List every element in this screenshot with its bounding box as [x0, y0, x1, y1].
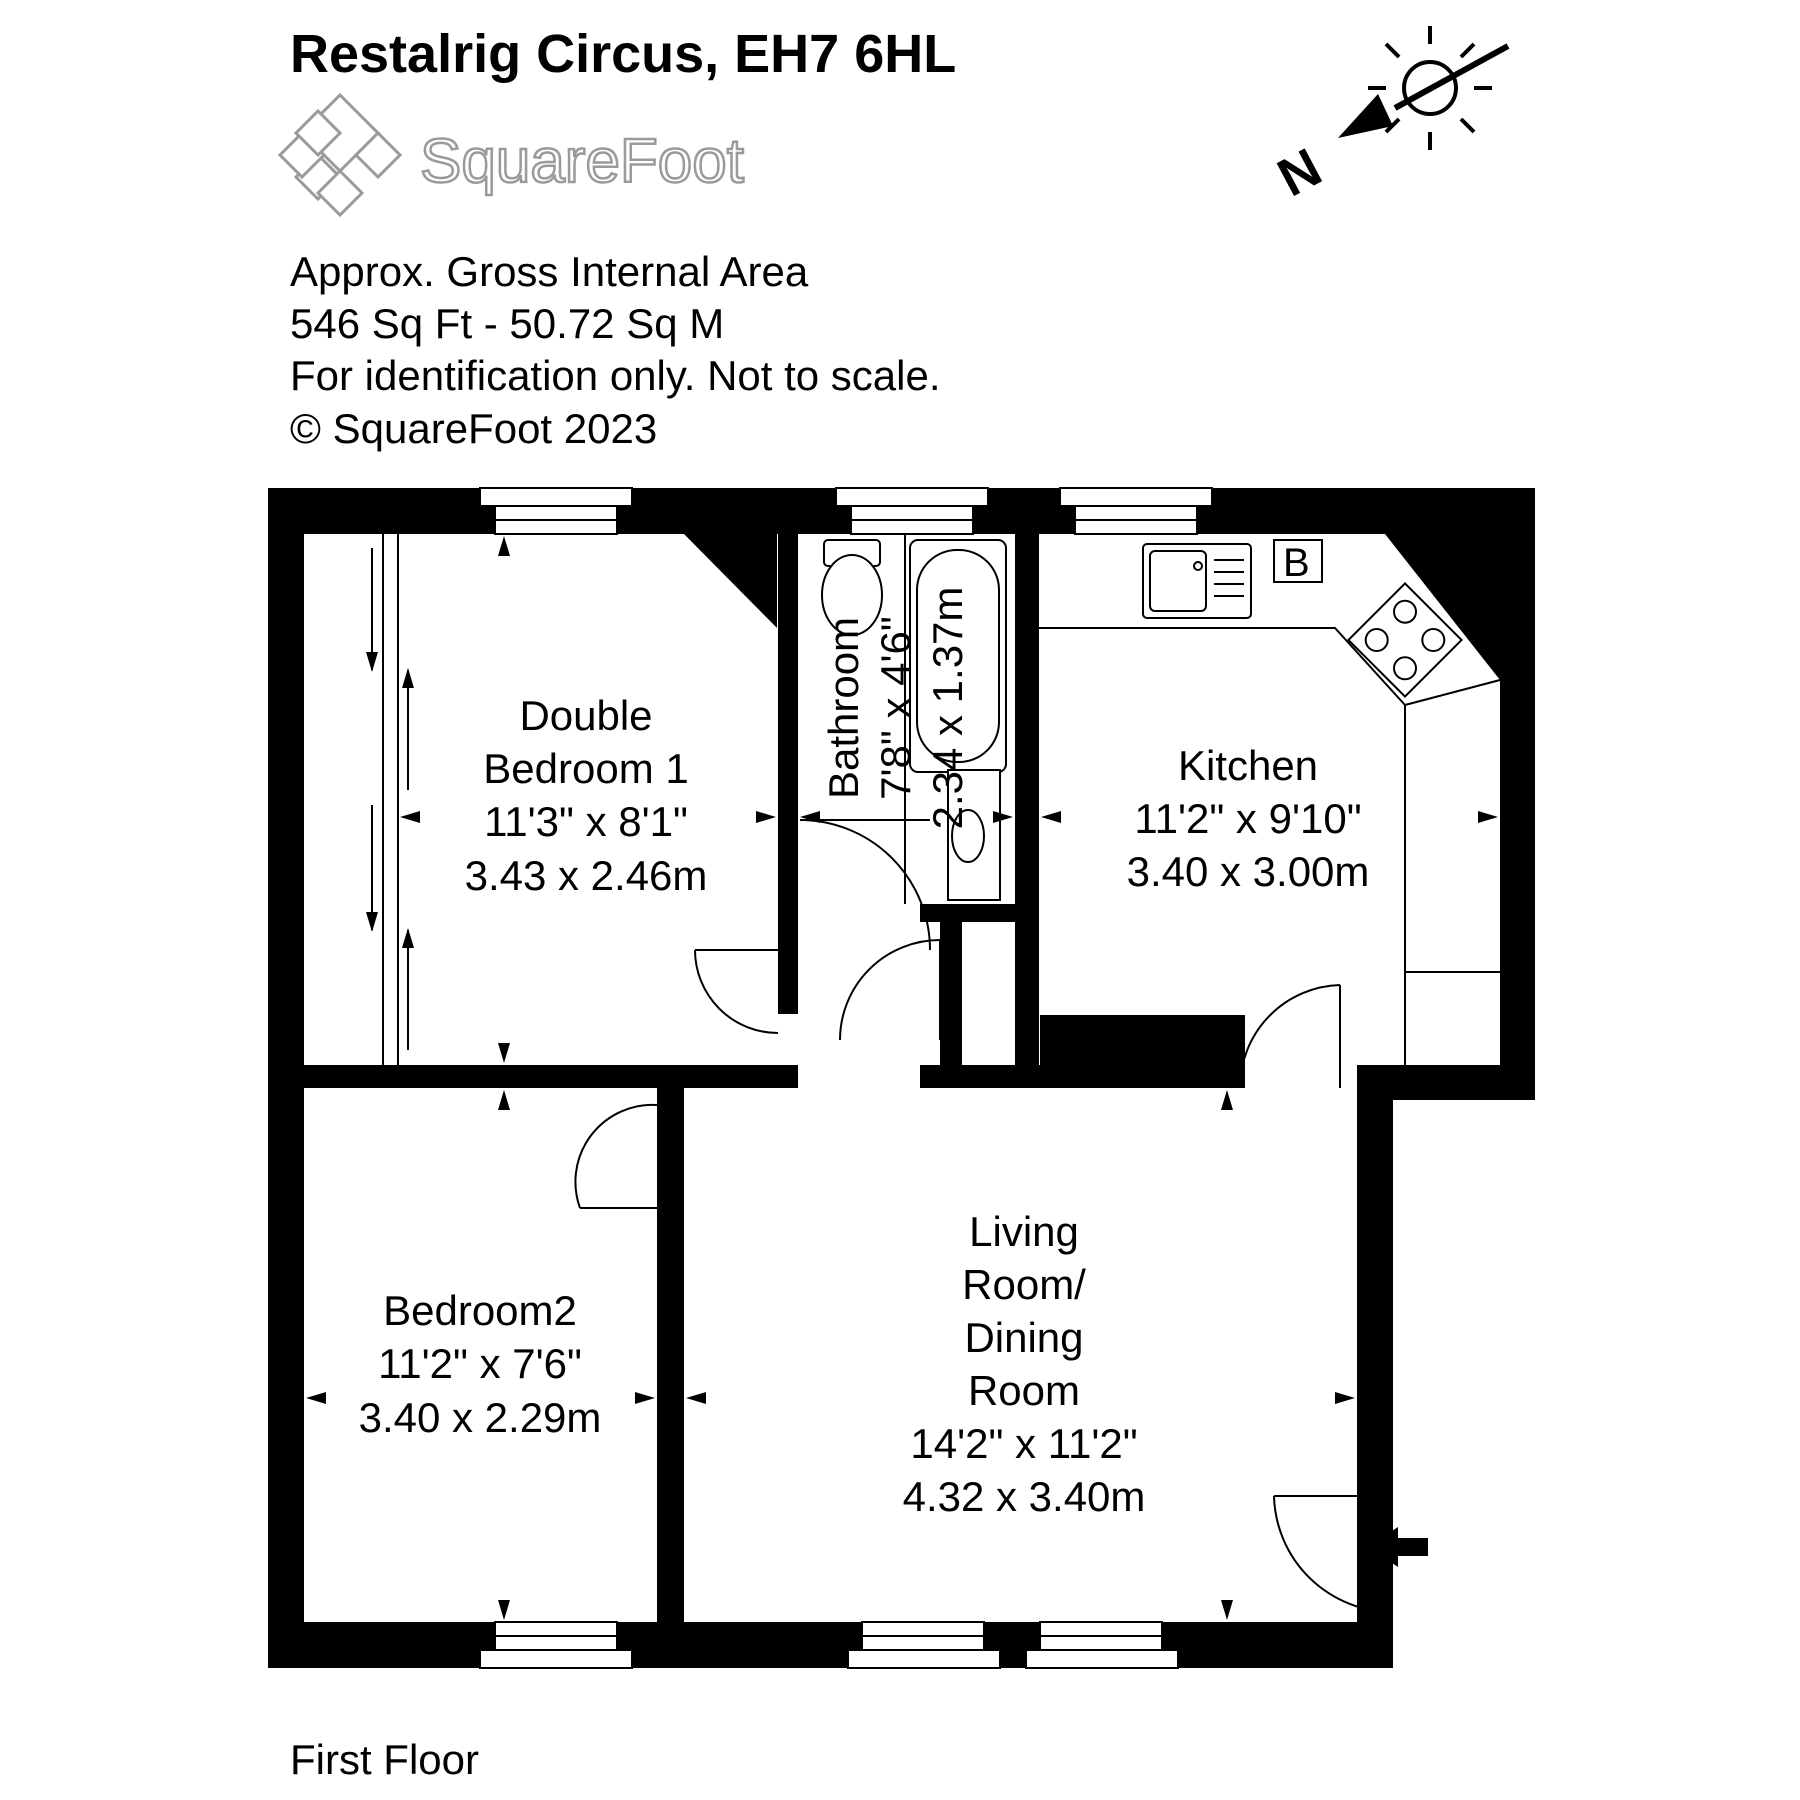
windows	[479, 487, 1213, 1669]
window	[479, 1621, 633, 1669]
kitchen-corner	[1385, 534, 1500, 680]
room-bathroom: Bathroom 7'8" x 4'6" 2.34 x 1.37m	[820, 587, 971, 830]
copyright: © SquareFoot 2023	[290, 405, 657, 452]
area-info: Approx. Gross Internal Area 546 Sq Ft - …	[290, 248, 941, 452]
sink-icon	[1142, 543, 1252, 619]
boiler-icon: B	[1273, 539, 1323, 585]
room-kitchen: Kitchen 11'2" x 9'10" 3.40 x 3.00m	[1127, 742, 1370, 895]
window	[1025, 1621, 1179, 1669]
room-dimensions-imperial: 11'3" x 8'1"	[484, 798, 688, 845]
room-name: Bathroom	[820, 617, 867, 799]
room-dimensions-imperial: 11'2" x 7'6"	[378, 1340, 582, 1387]
room-name: Bedroom 1	[483, 745, 688, 792]
area-value: 546 Sq Ft - 50.72 Sq M	[290, 300, 724, 347]
toilet-icon	[821, 539, 883, 636]
room-name: Room/	[962, 1261, 1086, 1308]
window	[835, 487, 989, 535]
room-dimensions-imperial: 14'2" x 11'2"	[910, 1420, 1137, 1467]
room-dimensions-metric: 3.40 x 3.00m	[1127, 848, 1370, 895]
bathroom-fixtures	[821, 534, 1007, 904]
logo-text: SquareFoot	[420, 127, 744, 196]
window	[1059, 487, 1213, 535]
door-cupboard	[839, 939, 941, 1041]
room-name: Dining	[964, 1314, 1083, 1361]
room-name: Living	[969, 1208, 1079, 1255]
door-bathroom	[799, 819, 931, 951]
room-dimensions-imperial: 11'2" x 9'10"	[1134, 795, 1361, 842]
room-name: Double	[519, 692, 652, 739]
room-name: Room	[968, 1367, 1080, 1414]
room-dimensions-metric: 2.34 x 1.37m	[924, 587, 971, 830]
entrance-arrow-icon	[1368, 1527, 1428, 1567]
kitchen-fixtures: B	[1039, 539, 1501, 1065]
room-living-dining: Living Room/ Dining Room 14'2" x 11'2" 4…	[903, 1208, 1146, 1520]
north-arrow-icon	[1338, 43, 1510, 138]
disclaimer: For identification only. Not to scale.	[290, 352, 941, 399]
room-bedroom2: Bedroom2 11'2" x 7'6" 3.40 x 2.29m	[359, 1287, 602, 1441]
window	[847, 1621, 1001, 1669]
walls	[268, 488, 1535, 1668]
logo-mark-icon	[277, 92, 403, 218]
hob-icon	[1347, 582, 1463, 698]
room-bedroom1: Double Bedroom 1 11'3" x 8'1" 3.43 x 2.4…	[465, 692, 708, 899]
squarefoot-logo: SquareFoot	[277, 92, 745, 218]
boiler-label: B	[1283, 541, 1310, 585]
basin-icon	[947, 769, 1001, 901]
door-bedroom2	[574, 1103, 658, 1209]
floor-label: First Floor	[290, 1736, 479, 1783]
property-title: Restalrig Circus, EH7 6HL	[290, 24, 956, 84]
room-name: Bedroom2	[383, 1287, 577, 1334]
doors	[574, 819, 1428, 1613]
area-heading: Approx. Gross Internal Area	[290, 248, 809, 295]
window	[479, 487, 633, 535]
door-bedroom1	[694, 949, 779, 1034]
door-kitchen	[1239, 984, 1341, 1089]
sun-icon	[1368, 26, 1492, 150]
room-dimensions-metric: 4.32 x 3.40m	[903, 1473, 1146, 1520]
door-entrance	[1273, 1495, 1394, 1613]
room-dimensions-metric: 3.43 x 2.46m	[465, 852, 708, 899]
bedroom1-corner	[684, 534, 777, 628]
dimension-arrows	[306, 536, 1498, 1620]
wardrobe	[366, 534, 414, 1065]
north-compass: N	[1268, 26, 1510, 208]
north-letter: N	[1268, 137, 1331, 208]
room-dimensions-metric: 3.40 x 2.29m	[359, 1394, 602, 1441]
room-dimensions-imperial: 7'8" x 4'6"	[872, 616, 919, 800]
room-name: Kitchen	[1178, 742, 1318, 789]
